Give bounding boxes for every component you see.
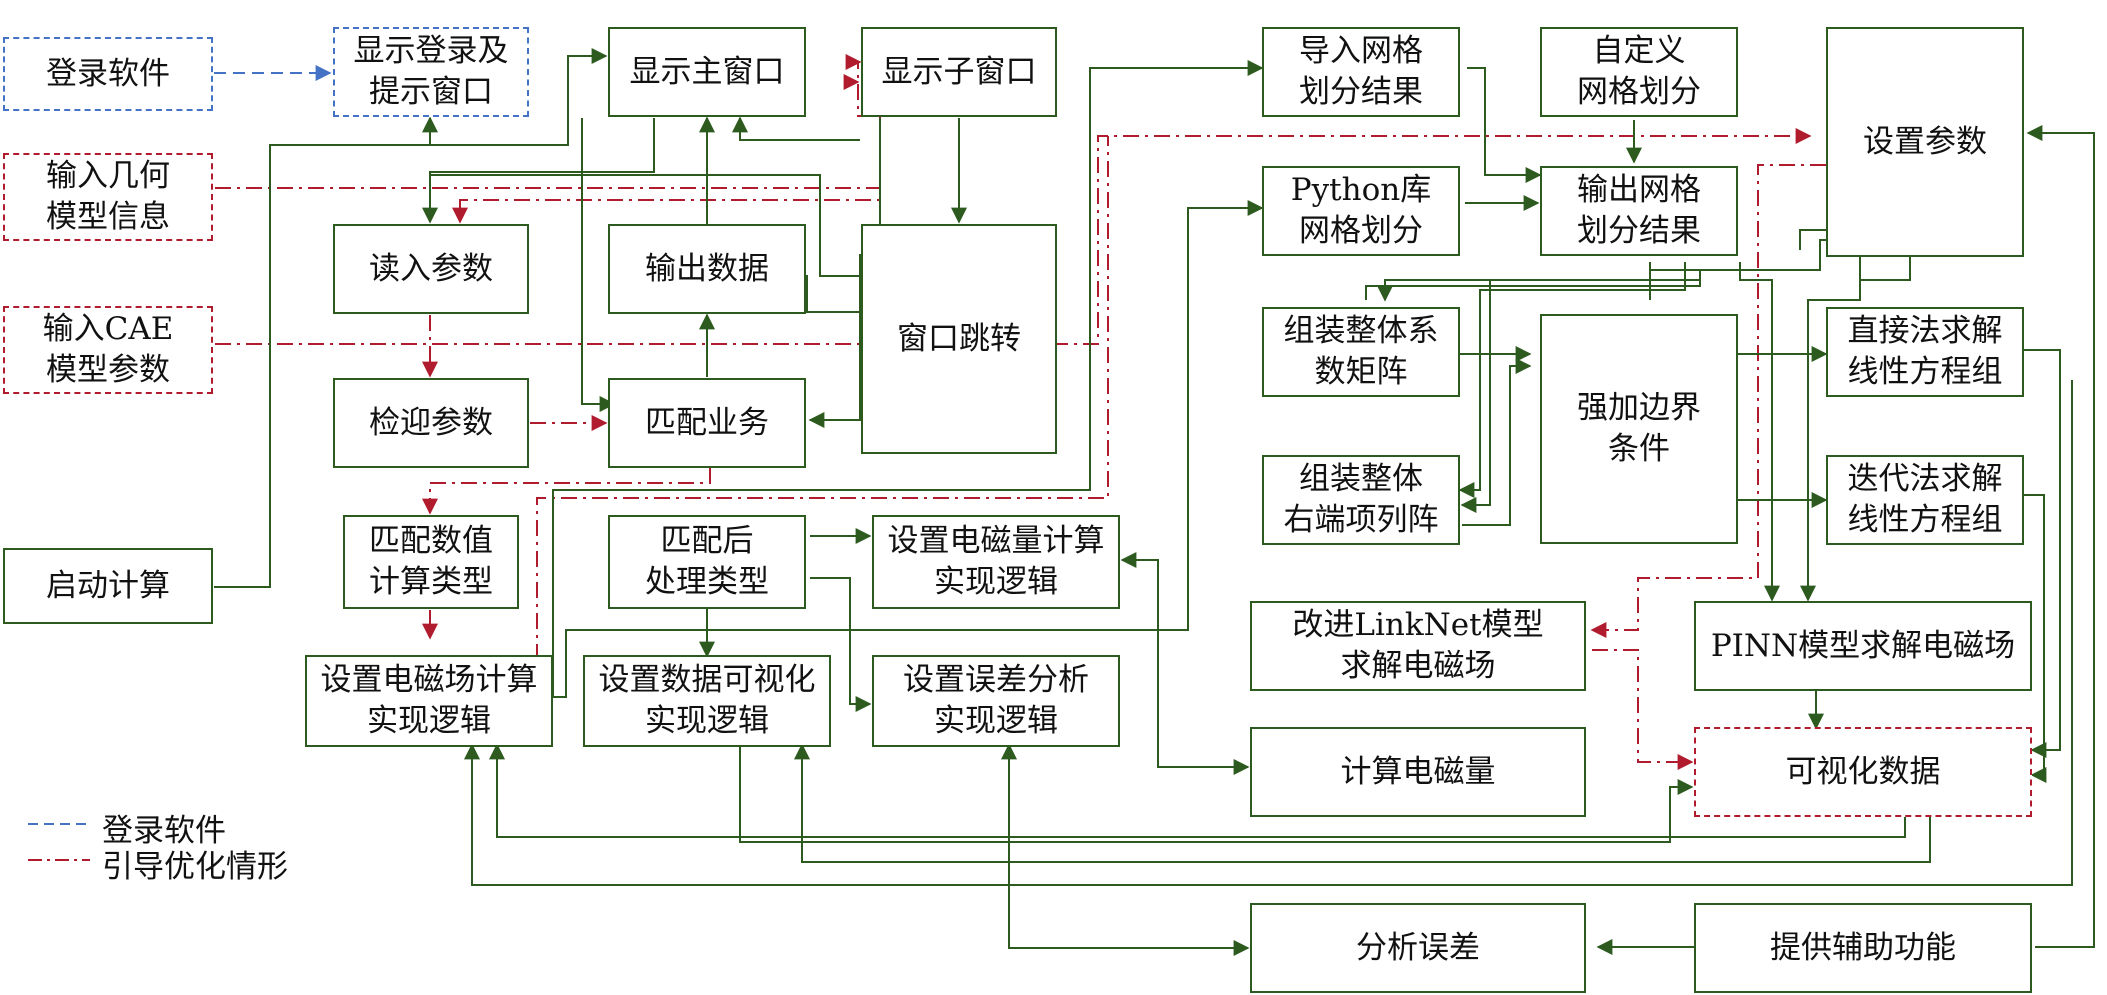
match-post-type-box: 匹配后 处理类型 (608, 515, 806, 609)
output-mesh-box: 输出网格 划分结果 (1540, 166, 1738, 256)
login-box: 登录软件 (3, 37, 213, 111)
direct-solve-box: 直接法求解 线性方程组 (1826, 307, 2024, 397)
sub-window-box: 显示子窗口 (861, 27, 1057, 117)
legend-swatches (28, 823, 90, 861)
output-data-box: 输出数据 (608, 224, 806, 314)
match-business-box: 匹配业务 (608, 378, 806, 468)
linknet-box: 改进LinkNet模型 求解电磁场 (1250, 601, 1586, 691)
window-jump-box: 窗口跳转 (861, 224, 1057, 454)
em-field-logic-box: 设置电磁场计算 实现逻辑 (305, 655, 553, 747)
match-numeric-type-box: 匹配数值 计算类型 (343, 515, 519, 609)
read-params-box: 读入参数 (333, 224, 529, 314)
green-connectors (214, 48, 2095, 956)
analyze-error-box: 分析误差 (1250, 903, 1586, 993)
error-logic-box: 设置误差分析 实现逻辑 (872, 655, 1120, 747)
calc-em-box: 计算电磁量 (1250, 727, 1586, 817)
legend-guide-label: 引导优化情形 (102, 849, 288, 885)
main-window-box: 显示主窗口 (608, 27, 806, 117)
custom-mesh-box: 自定义 网格划分 (1540, 27, 1738, 117)
visual-logic-box: 设置数据可视化 实现逻辑 (583, 655, 831, 747)
aux-func-box: 提供辅助功能 (1694, 903, 2032, 993)
input-geometry-box: 输入几何 模型信息 (3, 153, 213, 241)
em-quantity-logic-box: 设置电磁量计算 实现逻辑 (872, 515, 1120, 609)
assemble-rhs-box: 组装整体 右端项列阵 (1262, 455, 1460, 545)
input-cae-box: 输入CAE 模型参数 (3, 306, 213, 394)
show-login-window-box: 显示登录及 提示窗口 (333, 27, 529, 117)
boundary-box: 强加边界 条件 (1540, 314, 1738, 544)
start-calc-box: 启动计算 (3, 548, 213, 624)
set-params-box: 设置参数 (1826, 27, 2024, 257)
import-mesh-box: 导入网格 划分结果 (1262, 27, 1460, 117)
iter-solve-box: 迭代法求解 线性方程组 (1826, 455, 2024, 545)
check-params-box: 检迎参数 (333, 378, 529, 468)
assemble-matrix-box: 组装整体系 数矩阵 (1262, 307, 1460, 397)
python-mesh-box: Python库 网格划分 (1262, 166, 1460, 256)
pinn-box: PINN模型求解电磁场 (1694, 601, 2032, 691)
visual-data-box: 可视化数据 (1694, 727, 2032, 817)
legend-login-label: 登录软件 (102, 813, 226, 849)
